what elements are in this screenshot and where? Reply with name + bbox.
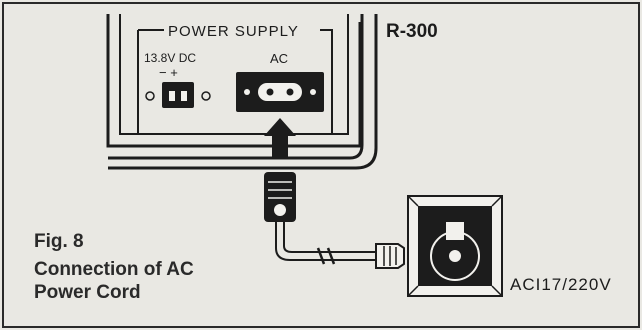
dc-jack bbox=[145, 82, 211, 108]
power-supply-title: POWER SUPPLY bbox=[168, 23, 299, 40]
figure-number: Fig. 8 bbox=[34, 231, 84, 252]
caption-line-1: Connection of AC bbox=[34, 259, 194, 280]
outlet-voltage-label: ACI17/220V bbox=[510, 275, 612, 294]
ac-socket bbox=[236, 72, 324, 112]
power-supply-box bbox=[137, 29, 333, 134]
dc-polarity: − + bbox=[159, 65, 178, 80]
dc-label: 13.8V DC bbox=[144, 51, 196, 65]
power-cord bbox=[275, 222, 378, 265]
ac-plug bbox=[264, 172, 296, 222]
insert-arrow-icon bbox=[264, 118, 296, 158]
wall-plug bbox=[375, 243, 405, 269]
ac-label: AC bbox=[270, 51, 288, 66]
model-label: R-300 bbox=[386, 21, 438, 42]
rear-panel bbox=[106, 14, 378, 170]
wall-outlet bbox=[407, 195, 503, 297]
caption-line-2: Power Cord bbox=[34, 282, 141, 303]
